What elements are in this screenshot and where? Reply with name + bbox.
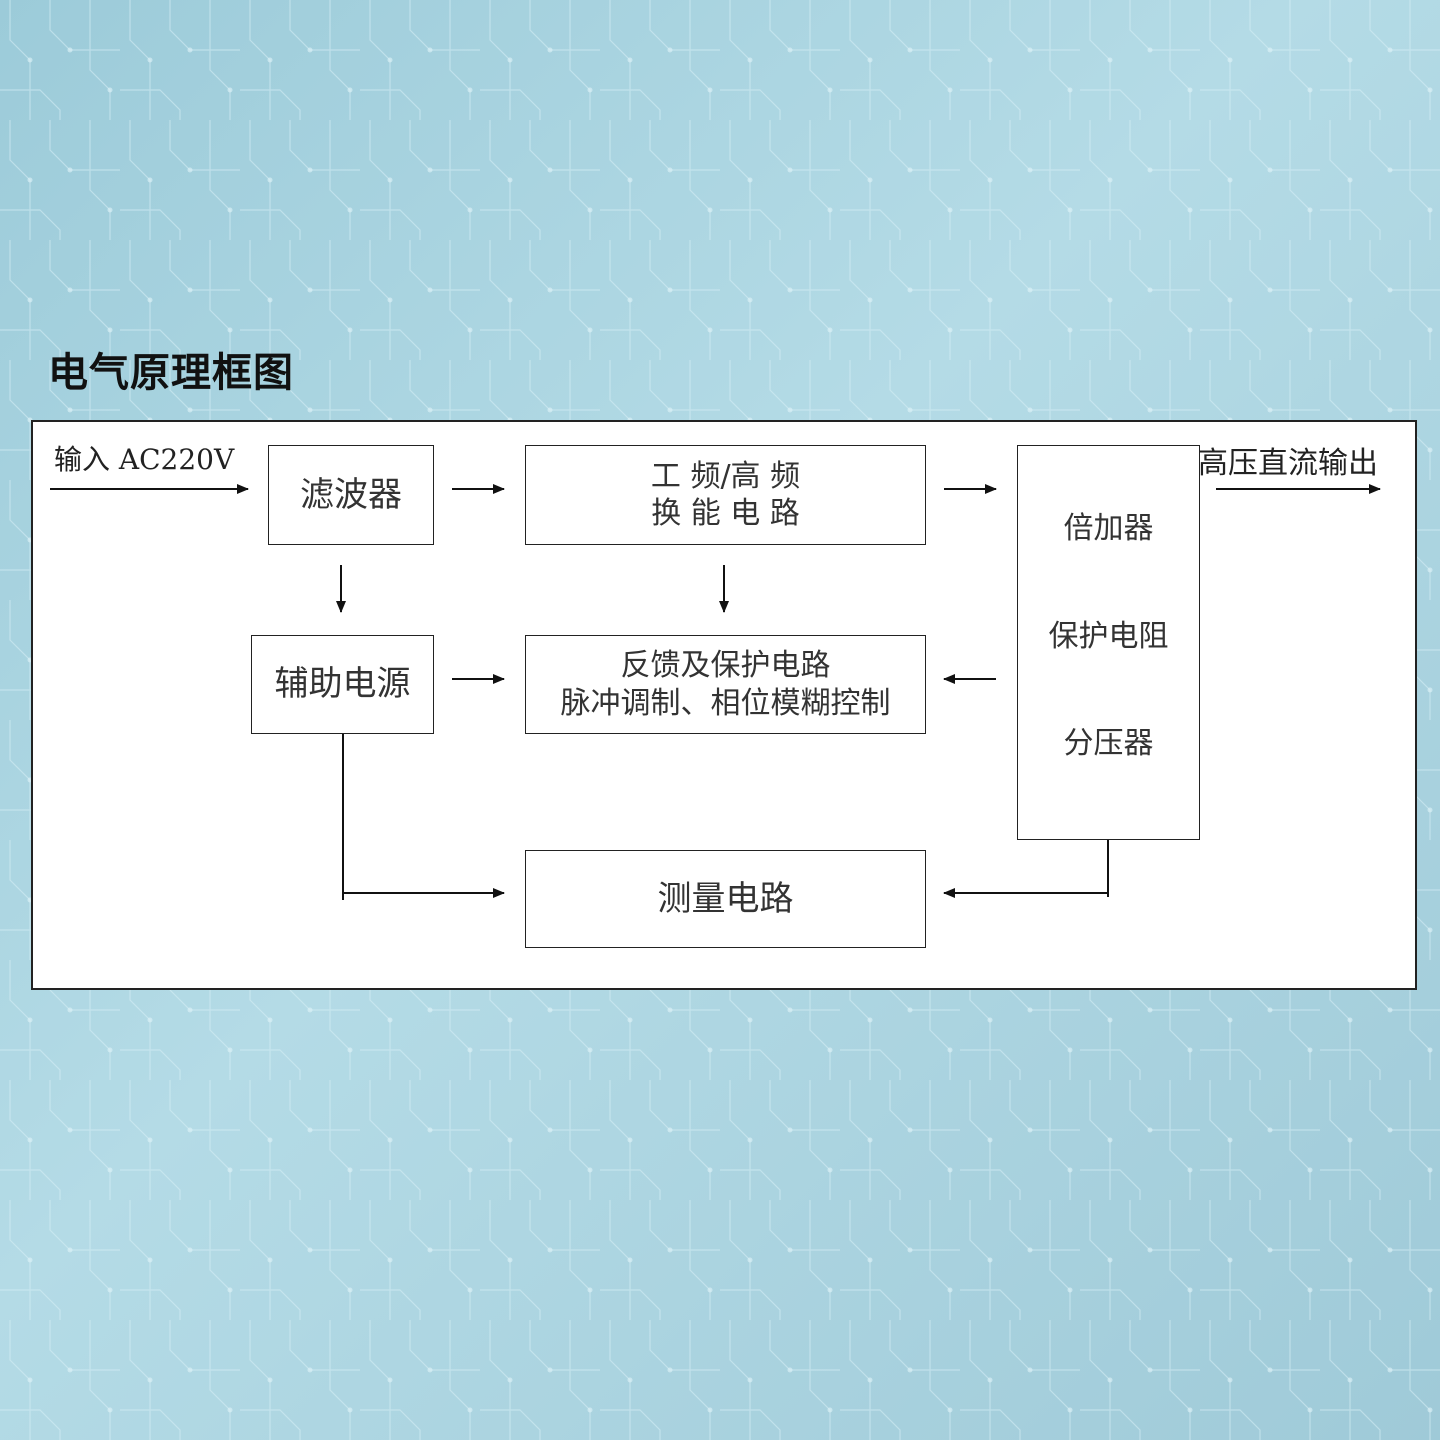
converter-label-line2: 换 能 电 路: [651, 496, 800, 531]
aux-power-label: 辅助电源: [274, 664, 411, 705]
feedback-box: 反馈及保护电路 脉冲调制、相位模糊控制: [525, 635, 926, 734]
converter-box: 工 频/高 频 换 能 电 路: [525, 445, 926, 545]
measure-label: 测量电路: [657, 878, 794, 919]
input-label: 输入 AC220V: [54, 443, 235, 476]
multiplier-label: 倍加器: [1063, 511, 1154, 546]
output-label: 高压直流输出: [1198, 446, 1378, 481]
protection-resistor-label: 保护电阻: [1048, 618, 1169, 654]
filter-box: 滤波器: [268, 445, 434, 545]
filter-label: 滤波器: [300, 474, 402, 515]
feedback-label-line2: 脉冲调制、相位模糊控制: [560, 685, 891, 721]
measure-box: 测量电路: [525, 850, 926, 948]
page-title: 电气原理框图: [48, 349, 294, 396]
converter-label-line1: 工 频/高 频: [650, 458, 801, 494]
voltage-divider-label: 分压器: [1063, 726, 1154, 761]
feedback-label-line1: 反馈及保护电路: [620, 648, 831, 683]
multiplier-box: 倍加器 保护电阻 分压器: [1017, 445, 1200, 840]
aux-power-box: 辅助电源: [251, 635, 434, 734]
